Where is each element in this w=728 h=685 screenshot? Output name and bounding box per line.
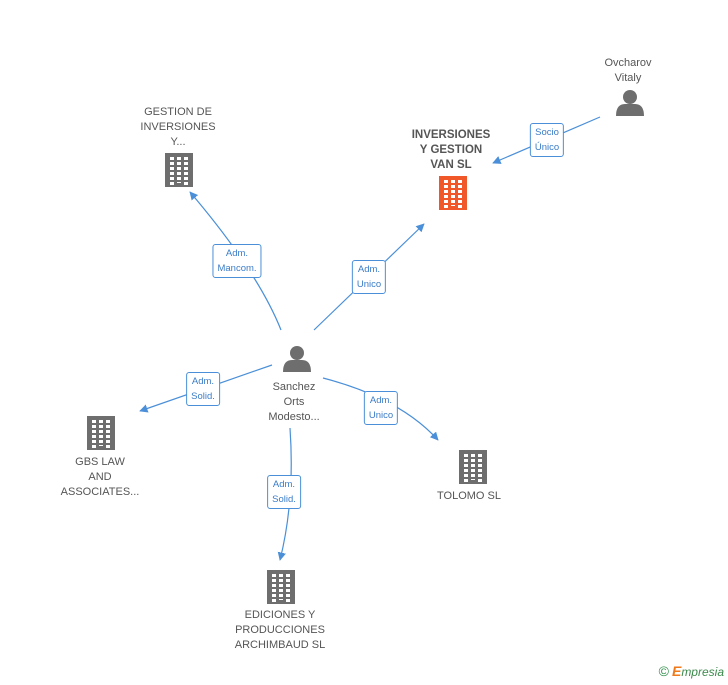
edge-label-line: Adm. (225, 248, 249, 259)
edge-label-line: Único (534, 142, 560, 153)
node-label-line: ASSOCIATES... (60, 485, 140, 498)
node-label-tolomo[interactable]: TOLOMO SL (437, 489, 501, 504)
node-label-line: GBS LAW (75, 455, 125, 468)
building-icon[interactable] (459, 450, 487, 484)
edge-label-line: Socio (535, 127, 559, 138)
edge-label-line: Adm. (272, 479, 296, 490)
node-label-line: INVERSIONES (140, 121, 216, 133)
node-label-line: INVERSIONES (411, 129, 491, 141)
node-label-line: AND (88, 470, 112, 483)
edge-label-line: Unico (368, 410, 394, 421)
building-icon[interactable] (439, 176, 467, 210)
node-label-line: Modesto... (268, 410, 320, 423)
person-icon[interactable] (283, 346, 311, 372)
node-label-gestion[interactable]: GESTION DE INVERSIONES Y... (140, 105, 215, 150)
node-label-line: ARCHIMBAUD SL (234, 638, 326, 651)
edge-label-line: Mancom. (217, 263, 257, 274)
brand-name: mpresia (681, 665, 724, 679)
edge-label-line: Adm. (369, 395, 393, 406)
person-icon[interactable] (616, 90, 644, 116)
node-label-line: Orts (283, 395, 305, 408)
node-label-line: Vitaly (614, 72, 642, 84)
building-icon[interactable] (267, 570, 295, 604)
edge-label-sanchez-gestion[interactable]: Adm. Mancom. (212, 244, 262, 278)
edge-label-sanchez-gbs[interactable]: Adm. Solid. (186, 372, 220, 406)
edge-label-sanchez-ediciones[interactable]: Adm. Solid. (267, 475, 301, 509)
node-label-line: Y... (170, 136, 186, 148)
node-label-ediciones[interactable]: EDICIONES Y PRODUCCIONES ARCHIMBAUD SL (235, 608, 325, 653)
edge-label-line: Solid. (191, 391, 215, 402)
edge-label-line: Solid. (272, 494, 296, 505)
edge-label-line: Unico (356, 279, 382, 290)
copyright-footer: ©Empresia (659, 663, 724, 679)
building-icon[interactable] (87, 416, 115, 450)
brand-logo-initial: E (671, 663, 682, 679)
node-label-line: Y GESTION (419, 144, 483, 156)
building-icon[interactable] (165, 153, 193, 187)
edge-label-line: Adm. (191, 376, 215, 387)
edge-label-sanchez-tolomo[interactable]: Adm. Unico (363, 391, 399, 425)
node-label-line: Sanchez (272, 380, 316, 393)
node-label-line: VAN SL (430, 159, 472, 171)
node-label-inversiones[interactable]: INVERSIONES Y GESTION VAN SL (412, 128, 491, 173)
node-label-line: Ovcharov (604, 57, 652, 69)
copyright-icon: © (658, 663, 669, 679)
node-label-line: TOLOMO SL (437, 489, 501, 502)
node-label-line: PRODUCCIONES (235, 623, 325, 636)
node-label-line: GESTION DE (144, 106, 212, 118)
node-label-line: EDICIONES Y (244, 608, 316, 621)
edge-label-line: Adm. (357, 264, 381, 275)
edge-label-sanchez-inversiones[interactable]: Adm. Unico (351, 260, 387, 294)
node-label-gbs[interactable]: GBS LAW AND ASSOCIATES... (61, 455, 140, 500)
